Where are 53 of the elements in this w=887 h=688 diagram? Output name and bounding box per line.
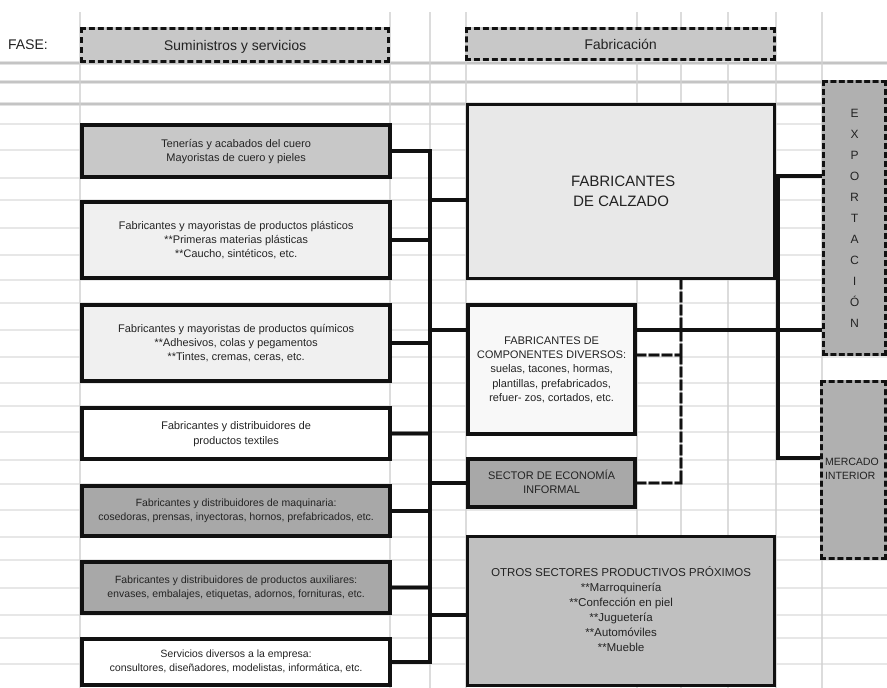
market-box — [822, 80, 887, 356]
box-title: Fabricantes y distribuidores de productos auxiliares: — [114, 574, 358, 588]
connector-line — [390, 509, 432, 513]
box-title: Tenerías y acabados del cuero — [161, 136, 311, 151]
phase-header-box — [465, 27, 776, 61]
process-box — [466, 103, 776, 280]
process-box — [466, 535, 776, 687]
box-title: EXPORTACIÓN — [852, 105, 858, 332]
box-text: **Tintes, cremas, ceras, etc. — [167, 350, 305, 364]
process-box — [80, 200, 392, 280]
connector-line — [390, 341, 432, 345]
box-text: **Adhesivos, colas y pegamentos — [154, 336, 318, 350]
box-text: envases, embalajes, etiquetas, adornos, fornituras, etc. — [107, 588, 365, 602]
box-text: **Mueble — [598, 640, 644, 656]
connector-line — [390, 432, 432, 436]
box-title: FABRICANTES DE COMPONENTES DIVERSOS: — [476, 334, 626, 362]
box-title: Fabricantes y distribuidores de maquinaria: — [136, 497, 336, 511]
phase-title: Suministros y servicios — [164, 36, 306, 54]
process-box — [80, 303, 392, 383]
box-title: SECTOR DE ECONOMÍA INFORMAL — [487, 468, 616, 498]
box-text: **Marroquinería — [580, 581, 662, 596]
box-text: **Primeras materias plásticas — [164, 232, 308, 248]
process-box — [80, 637, 392, 687]
box-title: OTROS SECTORES PRODUCTIVOS PRÓXIMOS — [491, 566, 751, 582]
connector-line — [390, 586, 432, 590]
process-box — [80, 406, 392, 461]
process-box — [80, 123, 392, 179]
box-text: **Automóviles — [585, 626, 657, 641]
dashed-connector — [680, 354, 682, 484]
process-box — [80, 484, 392, 538]
box-title: Fabricantes y distribuidores de productos textiles — [160, 419, 312, 448]
dashed-connector — [636, 482, 682, 484]
box-title: Fabricantes y mayoristas de productos químicos — [118, 322, 354, 336]
box-text: **Caucho, sintéticos, etc. — [174, 247, 298, 262]
process-box — [80, 560, 392, 615]
box-text: **Confección en piel — [569, 596, 673, 611]
market-box — [820, 380, 887, 560]
box-text: cosedoras, prensas, inyectoras, hornos, prefabricados, etc. — [98, 511, 374, 525]
box-title: Servicios diversos a la empresa: — [160, 648, 312, 662]
box-title: Fabricantes y mayoristas de productos plásticos — [118, 218, 354, 233]
phase-header-box — [80, 27, 390, 63]
phase-label: FASE: — [8, 36, 48, 52]
box-text: consultores, diseñadores, modelistas, informática, etc. — [110, 662, 362, 676]
box-text: suelas, tacones, hormas, plantillas, prefabricados, refuer- zos, cortados, etc. — [488, 362, 615, 406]
box-title: MERCADO INTERIOR — [825, 456, 880, 484]
box-text: Mayoristas de cuero y pieles — [166, 151, 306, 166]
box-text: **Juguetería — [589, 611, 653, 626]
connector-line — [390, 238, 432, 242]
process-box — [466, 303, 637, 436]
process-box — [466, 457, 637, 509]
dashed-connector — [636, 354, 682, 356]
phase-title: Fabricación — [584, 34, 657, 54]
dashed-connector — [680, 278, 682, 356]
